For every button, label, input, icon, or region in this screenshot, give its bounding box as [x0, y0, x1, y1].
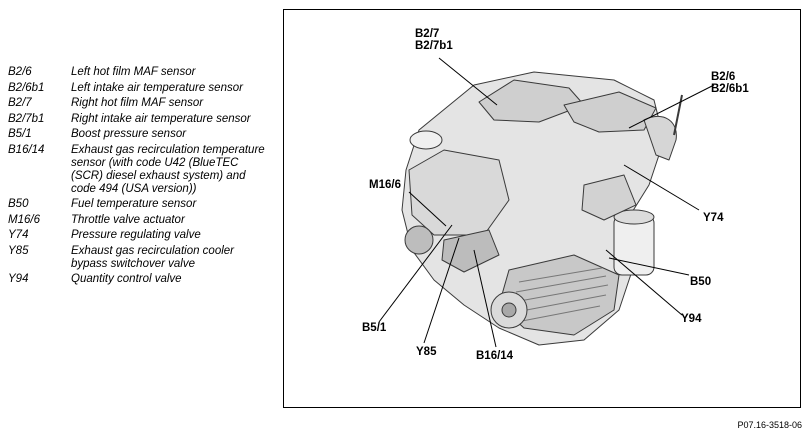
legend-description: Fuel temperature sensor [71, 198, 197, 210]
legend-description: Left intake air temperature sensor [71, 81, 243, 94]
legend-code: B2/7b1 [8, 112, 45, 125]
legend-row: B2/7 Right hot film MAF sensor [8, 97, 270, 110]
callout-b16-14: B16/14 [476, 350, 514, 362]
legend-code: B16/14 [8, 143, 45, 156]
callout-m16-6: M16/6 [369, 179, 401, 191]
callout-b50: B50 [690, 276, 712, 288]
intake-duct-right [563, 91, 657, 133]
callout-y94: Y94 [681, 313, 702, 325]
legend-description: Exhaust gas recirculation temperature se… [71, 143, 265, 195]
callout-b5-1: B5/1 [362, 322, 387, 334]
legend-code: B2/6 [8, 66, 32, 78]
legend-row: B16/14 Exhaust gas recirculation tempera… [8, 144, 270, 196]
callout-b2-6: B2/6 B2/6b1 [711, 71, 749, 95]
figure-id: P07.16-3518-06 [737, 420, 802, 430]
legend-code: B2/6b1 [8, 81, 45, 94]
legend-description: Pressure regulating valve [71, 229, 201, 241]
leader-lines [378, 57, 715, 348]
oil-cap-icon [409, 130, 443, 150]
diagram-frame: B2/7 B2/7b1 B2/6 B2/6b1 M16/6 Y74 B50 Y9… [283, 9, 801, 408]
legend-row: Y85 Exhaust gas recirculation cooler byp… [8, 245, 270, 271]
egr-cooler [441, 229, 500, 273]
high-pressure-pump [581, 174, 637, 221]
legend-row: Y74 Pressure regulating valve [8, 229, 270, 242]
legend-row: B2/6 Left hot film MAF sensor [8, 66, 270, 79]
legend-description: Exhaust gas recirculation cooler bypass … [71, 244, 234, 270]
legend-row: M16/6 Throttle valve actuator [8, 214, 270, 227]
callout-b2-7: B2/7 B2/7b1 [415, 28, 453, 52]
callout-y74: Y74 [703, 212, 724, 224]
cylinder-head-left [408, 149, 510, 236]
legend-code: B5/1 [8, 128, 32, 140]
legend-code: M16/6 [8, 213, 40, 226]
legend-code: Y74 [8, 229, 29, 241]
legend-description: Quantity control valve [71, 273, 182, 285]
intake-pipe [643, 115, 677, 161]
legend-description: Throttle valve actuator [71, 213, 185, 226]
legend-description: Boost pressure sensor [71, 128, 187, 140]
legend-description: Right intake air temperature sensor [71, 112, 251, 125]
legend-description: Left hot film MAF sensor [71, 66, 196, 78]
legend-row: B2/7b1 Right intake air temperature sens… [8, 113, 270, 126]
legend-code: B50 [8, 198, 29, 210]
callout-y85: Y85 [416, 346, 437, 358]
legend-row: Y94 Quantity control valve [8, 273, 270, 286]
engine-illustration [378, 57, 715, 348]
legend-description: Right hot film MAF sensor [71, 97, 204, 109]
legend-row: B50 Fuel temperature sensor [8, 198, 270, 211]
legend-code: B2/7 [8, 97, 32, 109]
legend: B2/6 Left hot film MAF sensor B2/6b1 Lef… [8, 66, 270, 289]
legend-code: Y94 [8, 273, 29, 285]
legend-row: B2/6b1 Left intake air temperature senso… [8, 82, 270, 95]
legend-row: B5/1 Boost pressure sensor [8, 128, 270, 141]
legend-code: Y85 [8, 244, 29, 257]
throttle-body [404, 225, 434, 255]
